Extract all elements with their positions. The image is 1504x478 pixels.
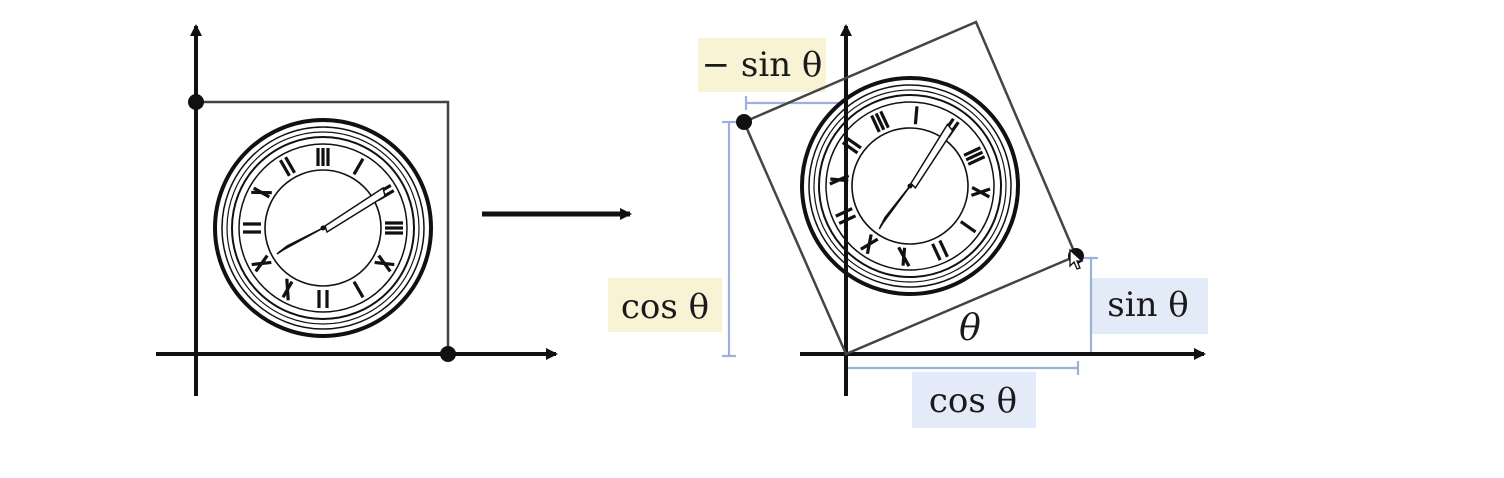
sin-right-label: sin θ (1107, 285, 1189, 325)
cos-bottom-label: cos θ (929, 381, 1017, 421)
cos-left-label: cos θ (621, 287, 709, 327)
left-point-y (188, 94, 204, 110)
neg-sin-box (698, 38, 826, 92)
sin-right-box (1090, 278, 1208, 334)
cos-bottom-box (912, 372, 1036, 428)
clock-icon (213, 118, 433, 338)
right-point-y (736, 114, 752, 130)
neg-sin-label: − sin θ (702, 45, 823, 85)
mouse-cursor-icon (1069, 248, 1084, 270)
left-square (196, 100, 450, 354)
theta-label: θ (959, 308, 981, 349)
rotated-square (742, 20, 1078, 356)
cos-left-box (608, 278, 722, 332)
left-point-x (440, 346, 456, 362)
left-panel (156, 24, 558, 396)
right-panel: − sin θ cos θ sin θ cos θ θ (608, 20, 1208, 428)
